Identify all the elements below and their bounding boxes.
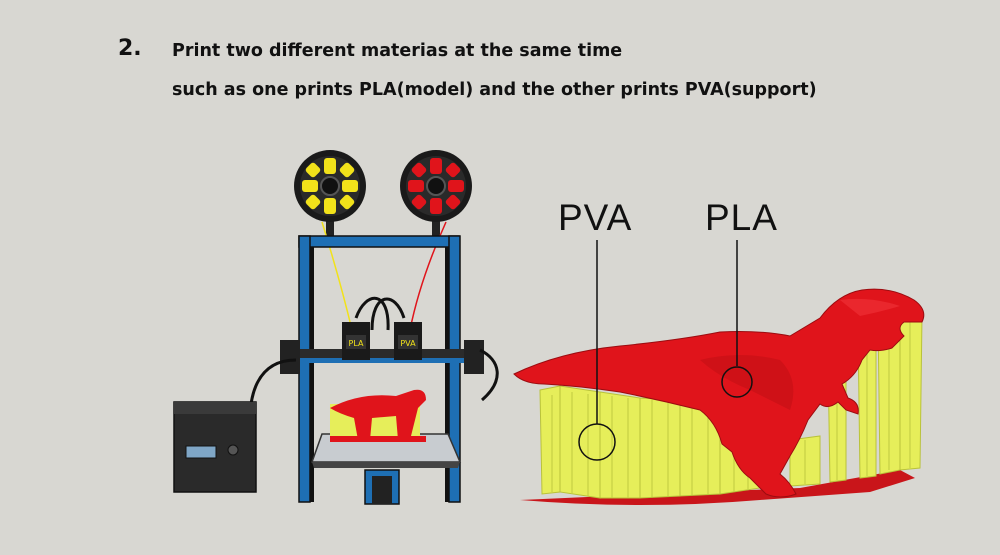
red-dinosaur-model	[513, 288, 925, 498]
extruder-right: PVA	[394, 322, 422, 360]
mini-printed-model	[330, 389, 426, 442]
caption-line-1: Print two different materias at the same…	[172, 41, 623, 61]
pla-label: PLA	[705, 197, 778, 238]
pva-label: PVA	[558, 197, 633, 238]
dual-extruder-printer: PLA PVA	[173, 150, 499, 505]
printer-frame	[298, 235, 461, 505]
extruder-left-label: PLA	[349, 339, 364, 348]
red-filament-spool	[400, 150, 472, 222]
printed-model-closeup	[513, 240, 925, 505]
yellow-filament-spool	[294, 150, 366, 222]
pva-pointer-circle	[578, 423, 616, 461]
pla-pointer-circle	[721, 366, 753, 398]
control-box	[173, 401, 257, 493]
extruder-left: PLA	[342, 322, 370, 360]
step-number: 2.	[118, 36, 142, 61]
caption-line-2: such as one prints PLA(model) and the ot…	[172, 80, 817, 100]
extruder-right-label: PVA	[400, 339, 416, 348]
